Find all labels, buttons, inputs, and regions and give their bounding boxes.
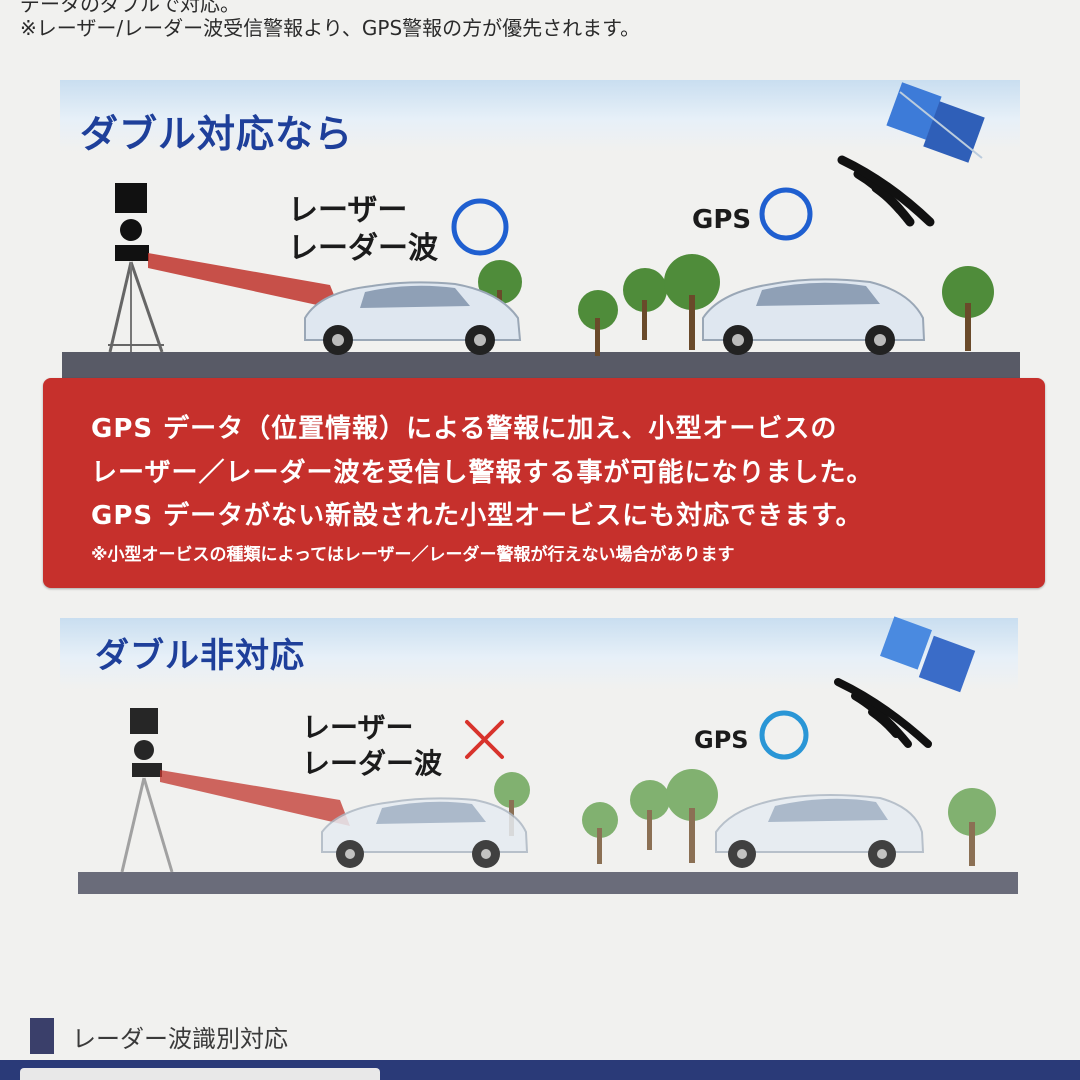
road bbox=[78, 872, 1018, 894]
laser-beam bbox=[160, 770, 350, 826]
section-marker-icon bbox=[30, 1018, 54, 1054]
unsupported-laser-label: レーザー レーダー波 bbox=[302, 710, 442, 782]
gps-supported-circle-icon bbox=[759, 710, 809, 760]
supported-laser-label-line-1: レーザー bbox=[288, 193, 408, 228]
tree-icon bbox=[494, 769, 996, 866]
unsupported-scene-illustration: レーザー レーダー波 GPS bbox=[0, 600, 1080, 900]
car-icon bbox=[702, 278, 926, 355]
unsupported-laser-label-line-1: レーザー bbox=[302, 711, 414, 744]
car-icon bbox=[715, 794, 925, 868]
info-line-3: GPS データがない新設された小型オービスにも対応できます。 bbox=[91, 501, 863, 531]
supported-laser-label: レーザー レーダー波 bbox=[288, 192, 438, 268]
car-icon bbox=[304, 281, 522, 355]
signal-waves-icon bbox=[837, 155, 935, 227]
info-line-2: レーザー／レーダー波を受信し警報する事が可能になりました。 bbox=[91, 458, 874, 488]
supported-section-title: ダブル対応なら bbox=[80, 112, 354, 156]
supported-title-band bbox=[60, 80, 1020, 152]
top-note-line-1: データのダブルで対応。 bbox=[20, 0, 240, 16]
info-note: ※小型オービスの種類によってはレーザー／レーダー警報が行えない場合があります bbox=[91, 545, 735, 565]
unsupported-laser-label-line-2: レーダー波 bbox=[302, 747, 443, 780]
unsupported-section-title: ダブル非対応 bbox=[95, 636, 305, 676]
unsupported-gps-label: GPS bbox=[694, 726, 749, 754]
info-line-1: GPS データ（位置情報）による警報に加え、小型オービスの bbox=[91, 414, 838, 444]
bottom-tab-strip bbox=[0, 1060, 1080, 1080]
gps-supported-circle-icon bbox=[759, 187, 813, 241]
supported-scene-illustration: レーザー レーダー波 GPS bbox=[0, 0, 1080, 390]
tree-icon bbox=[478, 254, 994, 356]
supported-laser-label-line-2: レーダー波 bbox=[288, 231, 438, 266]
feature-description-box: GPS データ（位置情報）による警報に加え、小型オービスの レーザー／レーダー波… bbox=[43, 378, 1045, 588]
road bbox=[62, 352, 1020, 378]
supported-gps-label: GPS bbox=[692, 205, 752, 235]
speed-camera-icon bbox=[120, 708, 174, 873]
top-note: データのダブルで対応。 ※レーザー/レーダー波受信警報より、GPS警報の方が優先… bbox=[20, 0, 640, 40]
bottom-tab[interactable] bbox=[20, 1068, 380, 1080]
footer-section-label: レーダー波識別対応 bbox=[30, 1018, 288, 1054]
laser-unsupported-cross-icon bbox=[465, 720, 504, 759]
satellite-icon bbox=[880, 616, 976, 693]
footer-label-text: レーダー波識別対応 bbox=[72, 1024, 288, 1053]
signal-waves-icon bbox=[834, 678, 932, 748]
satellite-icon bbox=[886, 82, 985, 163]
top-note-line-2: ※レーザー/レーダー波受信警報より、GPS警報の方が優先されます。 bbox=[20, 16, 641, 40]
unsupported-title-band bbox=[60, 618, 1018, 690]
laser-supported-circle-icon bbox=[451, 198, 509, 256]
speed-camera-icon bbox=[108, 183, 164, 353]
laser-beam bbox=[148, 253, 340, 310]
car-icon bbox=[321, 797, 529, 868]
